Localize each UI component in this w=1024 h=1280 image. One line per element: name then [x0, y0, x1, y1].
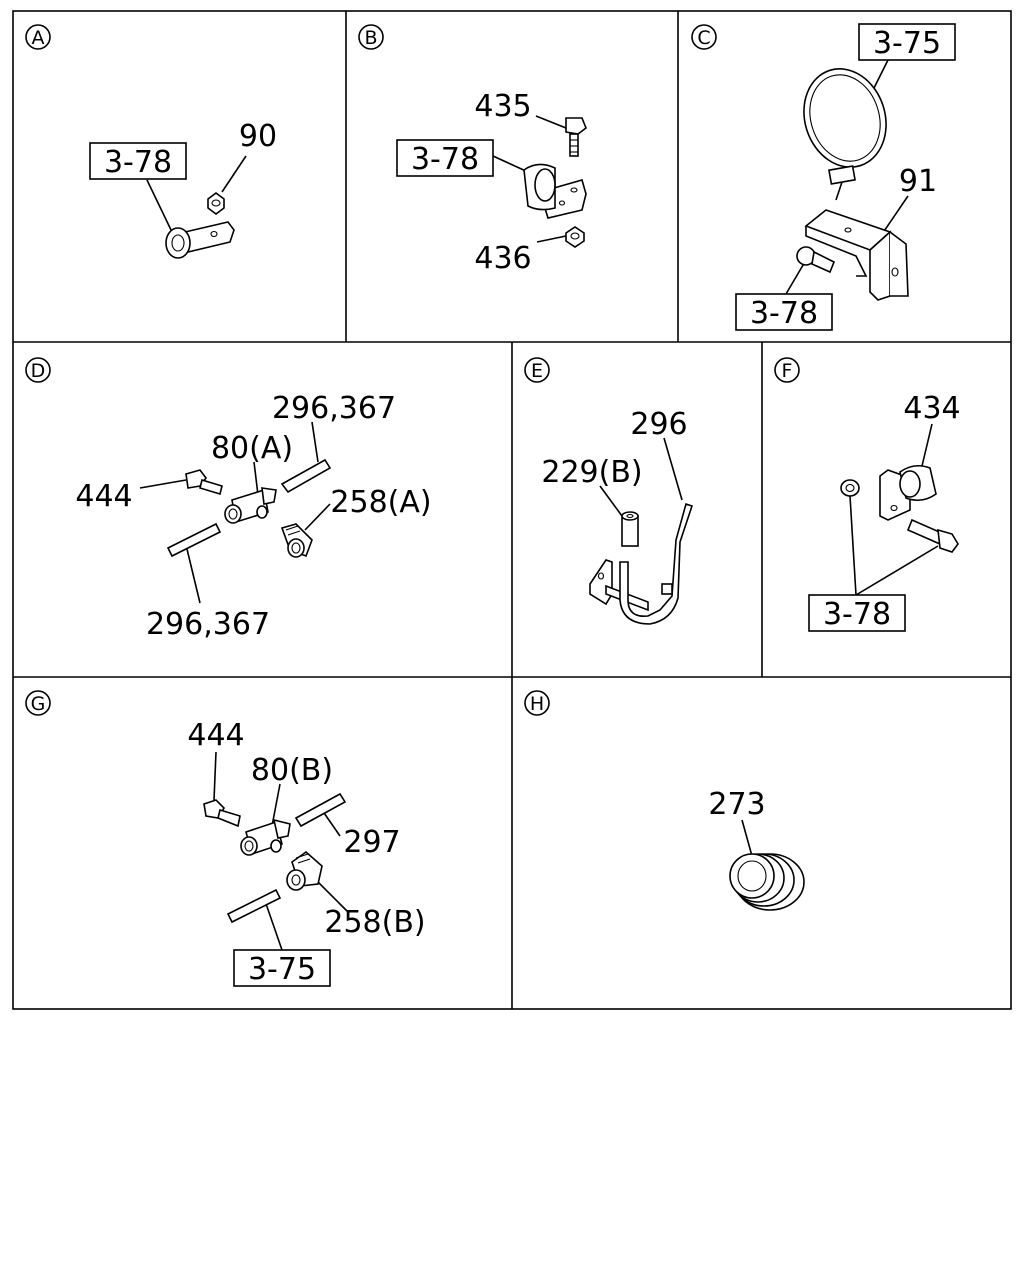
tube-part-296-367-bottom [166, 522, 222, 558]
bracket-part-91 [804, 209, 909, 301]
panel-c-marker: C [691, 24, 717, 50]
panel-b: B 435 3-78 436 [358, 24, 587, 276]
panel-d: D 296,367 80(A) 444 258(A) 296,367 [25, 357, 432, 642]
ref-label-3-75: 3-75 [873, 26, 941, 61]
ref-label-3-78: 3-78 [411, 142, 479, 177]
panel-f-marker: F [774, 357, 800, 383]
part-label-258b: 258(B) [324, 905, 425, 940]
bolt-part-435 [565, 117, 587, 157]
part-label-434: 434 [903, 391, 960, 426]
part-label-444: 444 [75, 479, 132, 514]
washer-part-3-78 [840, 479, 860, 497]
part-label-80b: 80(B) [251, 753, 333, 788]
ref-box-3-75 [858, 23, 956, 61]
panel-grid [12, 10, 1012, 1010]
clamp-part-3-78 [165, 221, 235, 259]
part-label-444: 444 [187, 718, 244, 753]
bolt-part-3-78 [796, 246, 836, 274]
tee-fitting-part-80a [224, 487, 277, 524]
grommet-part-273 [729, 853, 805, 911]
tube-part-297 [294, 792, 347, 828]
part-label-297: 297 [343, 825, 400, 860]
panel-a: A 3-78 90 [25, 24, 277, 259]
part-label-435: 435 [474, 89, 531, 124]
nut-part-436 [565, 226, 585, 248]
part-label-80a: 80(A) [211, 431, 293, 466]
elbow-fitting-part-258a [280, 523, 313, 558]
panel-e-marker: E [524, 357, 550, 383]
panel-b-marker: B [358, 24, 384, 50]
ref-box-3-78 [89, 142, 187, 180]
panel-e: E 296 229(B) [524, 357, 694, 625]
panel-a-marker: A [25, 24, 51, 50]
panel-c: C 3-75 91 3-78 [691, 23, 956, 331]
tube-part-3-75 [226, 888, 282, 924]
tube-part-296-367-top [280, 458, 332, 494]
panel-g: G 444 80(B) 297 258(B) 3-75 [25, 690, 426, 987]
panel-b-letter: B [364, 27, 377, 49]
clamp-part-434 [879, 464, 937, 521]
ref-box-3-78 [396, 139, 494, 177]
panel-e-letter: E [531, 360, 543, 382]
ref-label-3-78: 3-78 [104, 145, 172, 180]
panel-h: H 273 [524, 690, 805, 911]
part-label-296-367-bottom: 296,367 [146, 607, 270, 642]
part-label-296-367-top: 296,367 [272, 391, 396, 426]
panel-h-letter: H [530, 693, 544, 715]
ref-box-3-78 [735, 293, 833, 331]
ref-label-3-78: 3-78 [750, 296, 818, 331]
tee-fitting-part-80b [240, 818, 291, 856]
panel-h-marker: H [524, 690, 550, 716]
bracket-part-e [589, 559, 649, 612]
bolt-part-444 [185, 469, 223, 496]
part-label-436: 436 [474, 241, 531, 276]
ref-label-3-78: 3-78 [823, 597, 891, 632]
bolt-part-3-78 [906, 518, 959, 553]
panel-f-letter: F [782, 360, 793, 382]
panel-c-letter: C [697, 27, 710, 49]
spacer-part-229b [621, 511, 639, 547]
panel-f: F 434 3-78 [774, 357, 961, 632]
nut-part-90 [207, 192, 225, 215]
band-clamp-part-3-75 [803, 68, 887, 201]
elbow-fitting-part-258b [286, 850, 323, 891]
panel-d-letter: D [31, 360, 46, 382]
part-label-273: 273 [708, 787, 765, 822]
ref-label-3-75: 3-75 [248, 952, 316, 987]
part-label-258a: 258(A) [330, 485, 431, 520]
panel-g-letter: G [31, 693, 46, 715]
bolt-part-444 [203, 799, 241, 828]
panel-a-letter: A [32, 27, 45, 49]
part-label-229b: 229(B) [541, 455, 642, 490]
part-label-296: 296 [630, 407, 687, 442]
panel-d-marker: D [25, 357, 51, 383]
panel-g-marker: G [25, 690, 51, 716]
part-label-91: 91 [899, 164, 937, 199]
part-label-90: 90 [239, 119, 277, 154]
cable-part-296 [619, 502, 694, 625]
clamp-part-3-78 [523, 163, 587, 219]
